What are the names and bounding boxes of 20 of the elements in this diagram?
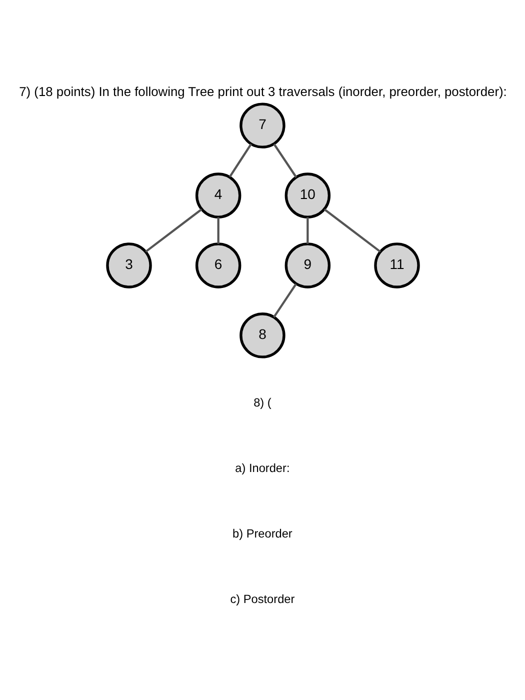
connector	[306, 216, 308, 244]
node-circle: 3	[106, 242, 152, 288]
connector	[272, 282, 296, 318]
connector	[228, 143, 252, 177]
node-circle: 10	[284, 172, 330, 218]
node-circle: 8	[239, 312, 285, 358]
node-circle: 9	[284, 242, 330, 288]
label: a) Inorder:	[234, 460, 290, 474]
node-circle: 11	[374, 242, 420, 288]
diagram-title: 7) (18 points) In the following Tree print out 3 traversals (inorder, preorder, postorder):	[18, 84, 506, 99]
label: 8) (	[253, 394, 271, 409]
node-circle: 7	[239, 102, 285, 148]
label: b) Preorder	[232, 526, 292, 540]
connector	[144, 208, 202, 252]
node-circle: 4	[194, 172, 241, 218]
node-circle: 6	[194, 242, 241, 288]
label: c) Postorder	[230, 592, 294, 606]
connector	[272, 143, 297, 178]
connector	[216, 216, 219, 244]
connector	[323, 208, 380, 252]
